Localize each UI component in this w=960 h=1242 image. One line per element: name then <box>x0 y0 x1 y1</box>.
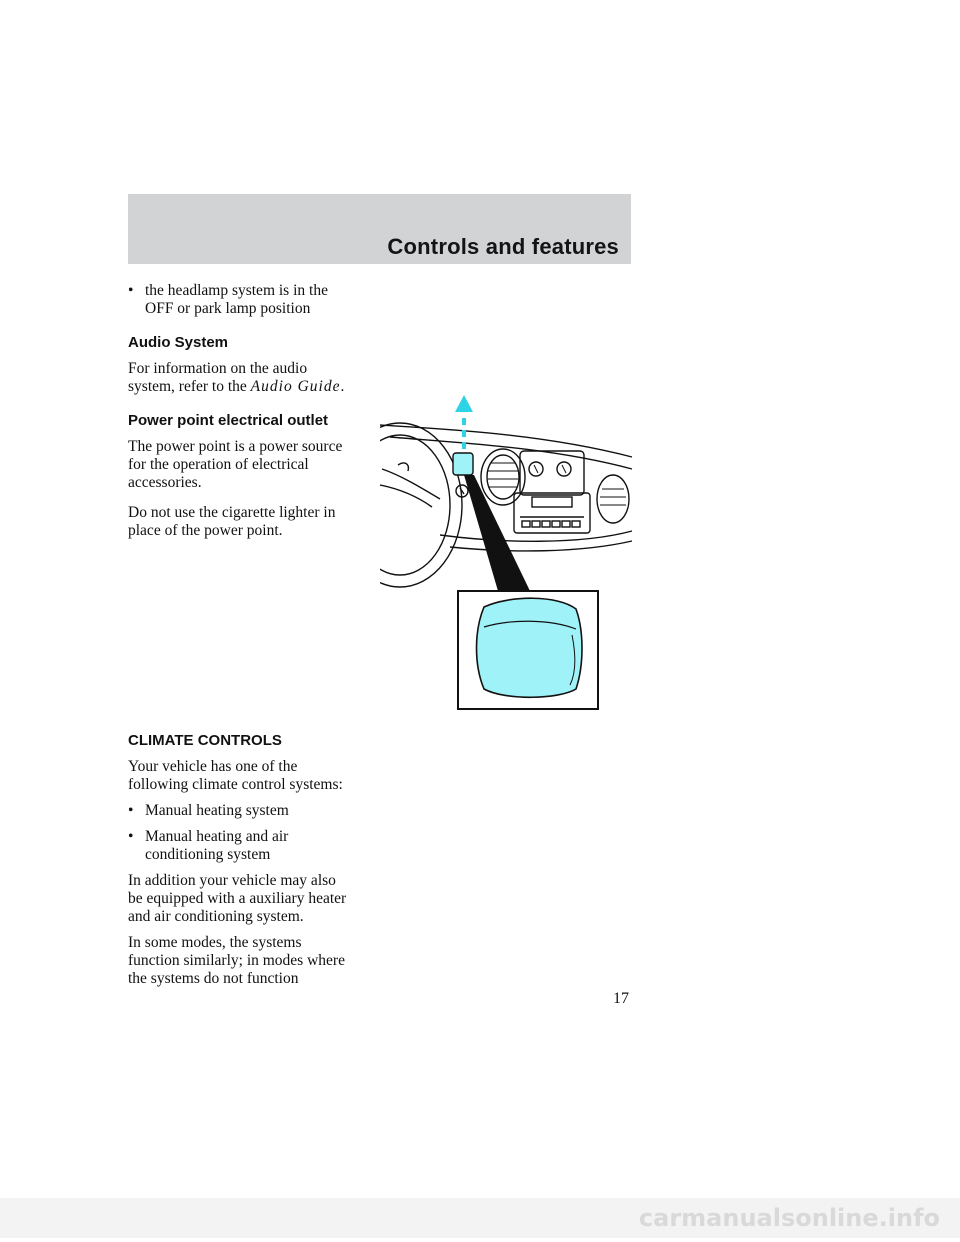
radio-unit <box>513 492 591 534</box>
page-number: 17 <box>613 990 629 1007</box>
climate-block: CLIMATE CONTROLS Your vehicle has one of… <box>128 732 398 988</box>
power-point-closeup <box>475 597 583 699</box>
power-point-paragraph: The power point is a power source for th… <box>128 438 343 491</box>
section-title: Controls and features <box>387 234 619 259</box>
modes-paragraph: In some modes, the systems function simi… <box>128 934 345 987</box>
list-item: • the headlamp system is in the OFF or p… <box>128 282 328 317</box>
right-vent <box>596 474 630 524</box>
callout-pointer <box>464 475 530 591</box>
footer-band: carmanualsonline.info <box>0 1198 960 1238</box>
power-point-highlight <box>452 452 474 476</box>
bullet-marker: • <box>128 282 134 299</box>
arrow-head-icon <box>455 395 473 412</box>
climate-panel <box>519 450 585 496</box>
list-item: • Manual heating and air conditioning sy… <box>128 828 289 863</box>
center-vent <box>480 448 526 506</box>
bullet-marker: • <box>128 828 134 845</box>
auxiliary-paragraph: In addition your vehicle may also be equ… <box>128 872 347 925</box>
intro-block: • the headlamp system is in the OFF or p… <box>128 282 398 540</box>
list-item: • Manual heating system <box>128 802 289 819</box>
power-point-illustration <box>380 395 633 710</box>
steering-wheel <box>380 422 463 588</box>
bullet-marker: • <box>128 802 134 819</box>
climate-intro: Your vehicle has one of the following cl… <box>128 758 343 793</box>
audio-guide-reference: Audio Guide <box>250 378 341 395</box>
dashboard-top-edge <box>380 424 633 458</box>
climate-heading: CLIMATE CONTROLS <box>128 732 282 749</box>
audio-paragraph: For information on the audio system, ref… <box>128 360 345 395</box>
footer-watermark: carmanualsonline.info <box>638 1204 940 1232</box>
power-point-heading: Power point electrical outlet <box>128 412 329 429</box>
audio-heading: Audio System <box>128 334 229 351</box>
header-band: Controls and features <box>128 194 631 264</box>
power-point-warning: Do not use the cigarette lighter in plac… <box>128 504 336 539</box>
